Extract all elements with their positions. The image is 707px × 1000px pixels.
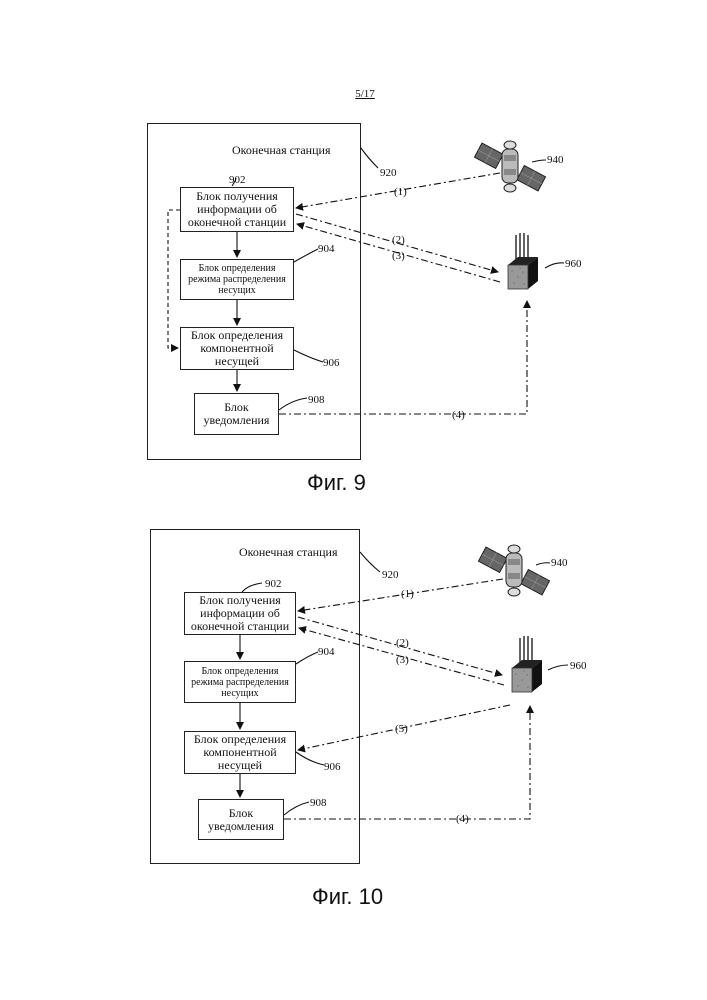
leader-902	[242, 583, 262, 592]
link-5	[298, 705, 510, 750]
leader-960	[545, 263, 564, 268]
arrow-902-906-dashed	[168, 210, 180, 348]
leader-960	[548, 665, 568, 670]
leader-904	[294, 249, 318, 262]
leader-908	[279, 398, 307, 410]
link-3	[299, 628, 504, 685]
link-2	[298, 617, 502, 675]
leader-920	[360, 552, 380, 572]
base-station-icon	[512, 636, 542, 692]
leader-902	[232, 178, 236, 186]
link-1	[298, 579, 503, 611]
leader-920	[361, 148, 378, 168]
link-1	[296, 173, 500, 208]
base-station-icon	[508, 233, 538, 289]
leader-904	[296, 652, 318, 664]
leader-940	[532, 160, 546, 162]
link-4	[279, 301, 527, 414]
link-2	[296, 214, 498, 272]
link-4	[284, 706, 530, 819]
leader-906	[294, 350, 323, 362]
satellite-icon	[478, 545, 549, 596]
leader-940	[536, 563, 550, 565]
leader-906	[296, 752, 324, 765]
leader-908	[284, 802, 309, 815]
satellite-icon	[474, 141, 545, 192]
link-3	[297, 224, 500, 282]
